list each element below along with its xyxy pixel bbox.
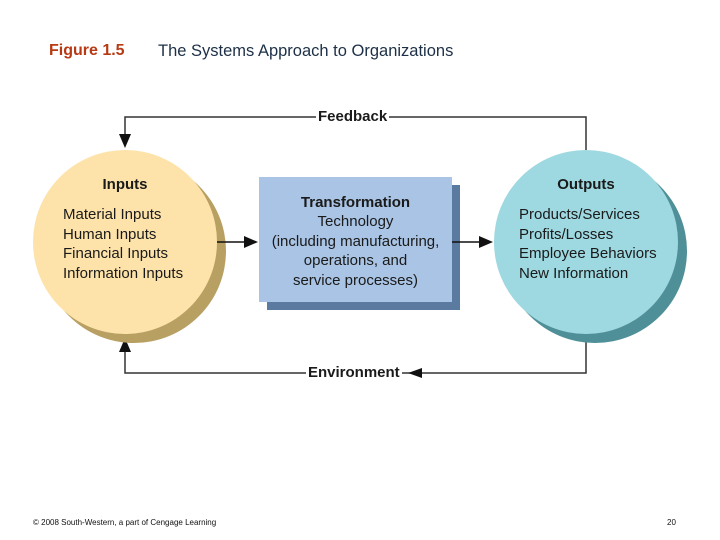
- inputs-item: Human Inputs: [63, 225, 157, 243]
- inputs-item: Information Inputs: [63, 264, 184, 282]
- inputs-list: Material Inputs Human Inputs Financial I…: [63, 205, 183, 283]
- feedback-label: Feedback: [316, 108, 390, 125]
- page-number: 20: [667, 518, 676, 527]
- inputs-to-transformation-arrow: [217, 236, 258, 248]
- transformation-line: (including manufacturing,: [271, 232, 440, 250]
- transformation-line: Technology: [317, 213, 394, 230]
- inputs-circle: [33, 150, 226, 343]
- outputs-circle: [494, 150, 687, 343]
- environment-label: Environment: [306, 364, 402, 381]
- copyright-notice: © 2008 South-Western, a part of Cengage …: [33, 518, 217, 527]
- transformation-box: Transformation Technology (including man…: [259, 177, 452, 302]
- outputs-item: Employee Behaviors: [519, 245, 657, 262]
- inputs-item: Material Inputs: [63, 206, 162, 223]
- figure-title: The Systems Approach to Organizations: [158, 42, 454, 60]
- outputs-title: Outputs: [557, 176, 615, 193]
- inputs-item: Financial Inputs: [63, 245, 169, 262]
- inputs-title: Inputs: [102, 176, 148, 193]
- figure-number: Figure 1.5: [49, 42, 125, 59]
- transformation-to-outputs-arrow: [452, 236, 493, 248]
- transformation-line: operations, and: [303, 252, 408, 269]
- transformation-box-shape: [259, 177, 460, 310]
- outputs-item: Products/Services: [519, 206, 640, 223]
- transformation-title: Transformation: [300, 194, 411, 211]
- outputs-item: New Information: [519, 264, 629, 282]
- outputs-item: Profits/Losses: [519, 225, 614, 243]
- transformation-line: service processes): [292, 271, 419, 289]
- outputs-list: Products/Services Profits/Losses Employe…: [519, 205, 657, 283]
